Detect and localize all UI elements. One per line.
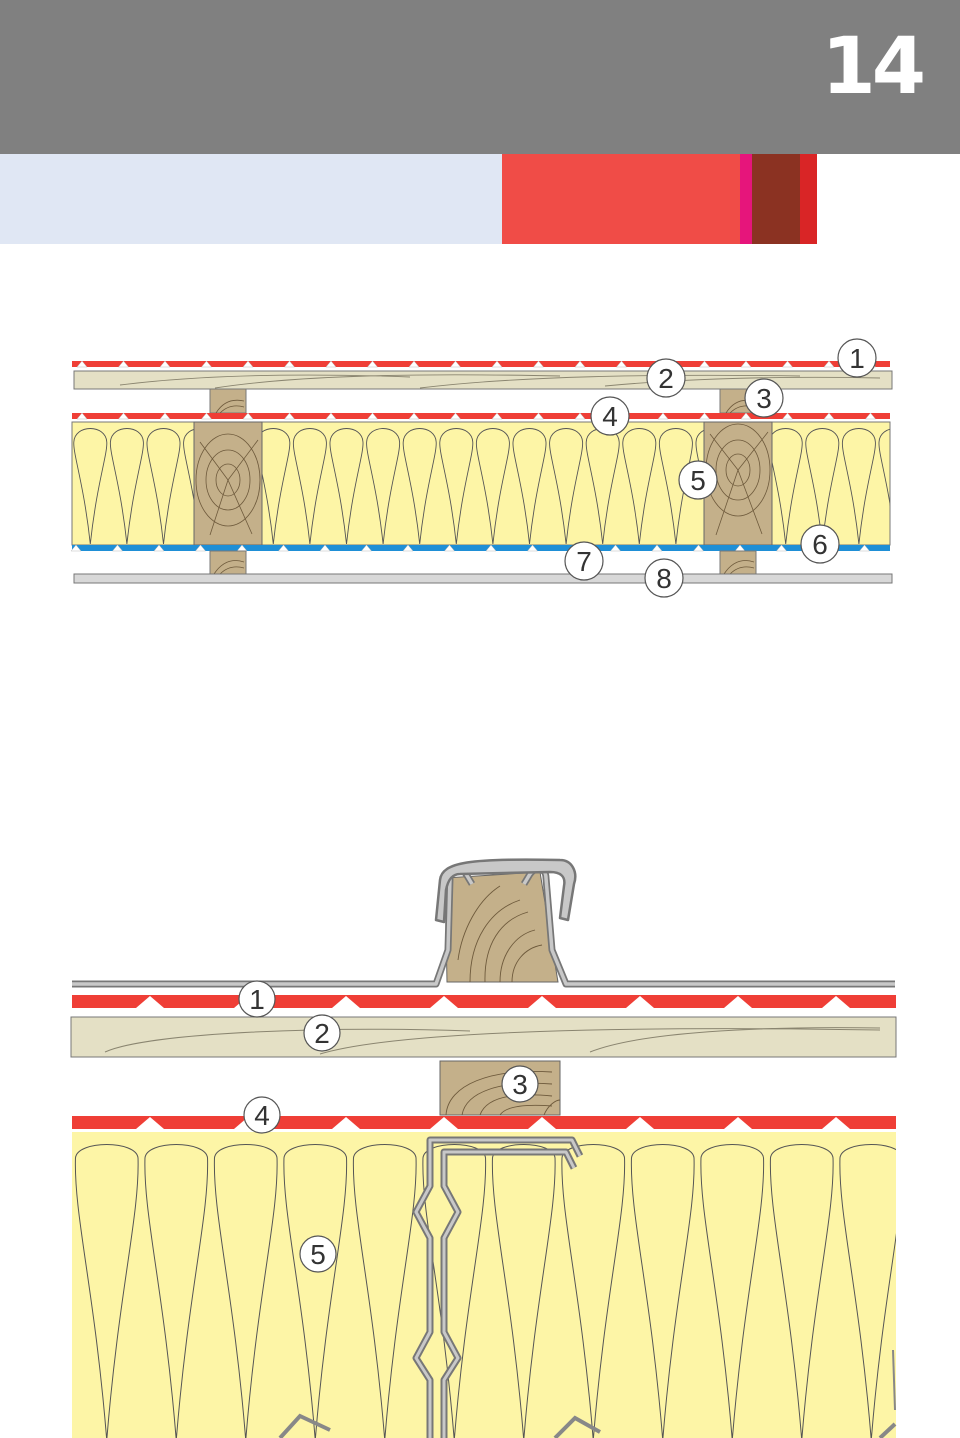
color-band-crimson [800, 154, 817, 244]
svg-text:3: 3 [756, 383, 772, 414]
callout-3: 3 [744, 378, 784, 418]
vapour-barrier-layer [70, 544, 890, 552]
callout-7: 7 [564, 541, 604, 581]
header-bar: 14 [0, 0, 960, 154]
svg-text:5: 5 [310, 1239, 326, 1270]
callout-3: 3 [501, 1065, 539, 1103]
lining-board [73, 573, 893, 584]
callout-1: 1 [238, 980, 276, 1018]
top-board-layer [73, 370, 893, 390]
callout-4: 4 [243, 1096, 281, 1134]
seam-batten [444, 871, 559, 983]
svg-text:1: 1 [249, 984, 265, 1015]
color-band-magenta [740, 154, 752, 244]
lower-battens [209, 550, 757, 575]
svg-text:5: 5 [690, 465, 706, 496]
callout-5: 5 [299, 1235, 337, 1273]
rafters [193, 421, 773, 546]
svg-text:3: 3 [512, 1069, 528, 1100]
svg-text:1: 1 [849, 343, 865, 374]
top-membrane-layer [72, 360, 890, 368]
metal-roof-sheet [72, 858, 895, 988]
callout-1: 1 [837, 338, 877, 378]
callout-8: 8 [644, 558, 684, 598]
page-number: 14 [821, 22, 926, 112]
bottom-insulation-layer [72, 1132, 896, 1438]
bottom-batten [439, 1060, 561, 1116]
bottom-top-membrane [72, 995, 896, 1008]
color-band-red [502, 154, 740, 244]
svg-text:2: 2 [314, 1018, 330, 1049]
top-roof-section-diagram: 1 2 3 4 5 6 7 8 [70, 338, 893, 598]
svg-text:2: 2 [658, 363, 674, 394]
bottom-second-membrane [72, 1116, 896, 1129]
callout-6: 6 [800, 524, 840, 564]
svg-text:4: 4 [254, 1100, 270, 1131]
callout-2: 2 [303, 1014, 341, 1052]
color-band-light [0, 154, 502, 244]
svg-text:8: 8 [656, 563, 672, 594]
bottom-seam-detail-diagram: 1 2 3 4 5 [70, 858, 897, 1438]
svg-text:6: 6 [812, 529, 828, 560]
callout-4: 4 [590, 396, 630, 436]
second-membrane-layer [72, 412, 890, 420]
metal-clip-profile [278, 1136, 897, 1438]
color-band-brown [752, 154, 800, 244]
bottom-board-layer [70, 1016, 897, 1058]
callout-5: 5 [678, 460, 718, 500]
callout-2: 2 [646, 358, 686, 398]
svg-text:7: 7 [576, 546, 592, 577]
svg-text:4: 4 [602, 401, 618, 432]
